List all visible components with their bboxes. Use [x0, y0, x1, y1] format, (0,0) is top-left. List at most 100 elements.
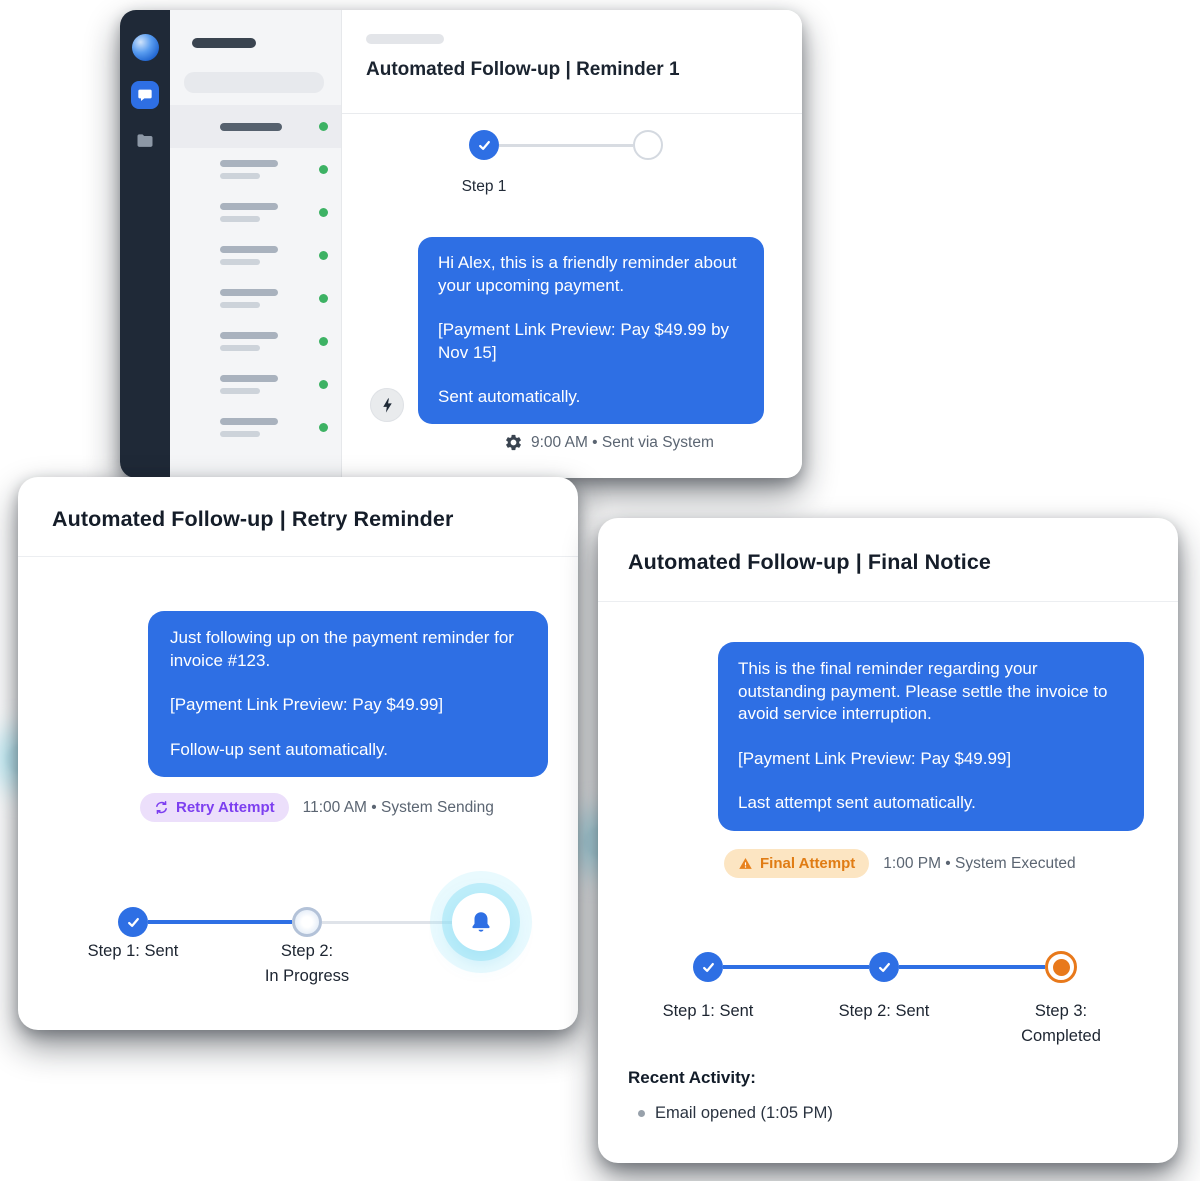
retry-attempt-badge: Retry Attempt [140, 793, 289, 823]
conversation-list [170, 10, 342, 478]
conversation-rows [170, 105, 341, 449]
conversation-item[interactable] [170, 191, 341, 234]
final-notice-card: Automated Follow-up | Final Notice This … [598, 518, 1178, 1163]
step3-completed-node [1045, 951, 1077, 983]
activity-text: Email opened (1:05 PM) [655, 1104, 833, 1122]
chats-nav-icon[interactable] [131, 81, 159, 109]
chat-bubble: Just following up on the payment reminde… [148, 611, 548, 778]
step1-done-node [693, 952, 723, 982]
warning-icon [739, 858, 752, 869]
reminder1-window: Automated Follow-up | Reminder 1 Step 1 … [120, 10, 802, 478]
step2-label: Step 2: Sent [838, 1002, 930, 1020]
folder-nav-icon[interactable] [133, 129, 157, 153]
bubble-text: This is the final reminder regarding you… [738, 659, 1108, 724]
card-title: Automated Follow-up | Retry Reminder [52, 507, 454, 531]
online-status-dot [319, 337, 328, 346]
online-status-dot [319, 208, 328, 217]
retry-reminder-card: Automated Follow-up | Retry Reminder Jus… [18, 477, 578, 1030]
online-status-dot [319, 122, 328, 131]
stepper-track [899, 965, 1045, 969]
stepper-track [148, 920, 292, 924]
message-meta-text: 11:00 AM • System Sending [302, 798, 494, 816]
app-logo-icon[interactable] [131, 34, 159, 61]
step3-label: Step 3: Completed [986, 999, 1136, 1049]
conversation-item[interactable] [170, 406, 341, 449]
message-meta-text: 1:00 PM • System Executed [883, 854, 1076, 872]
completed-dot [1052, 958, 1070, 976]
conversation-item[interactable] [170, 234, 341, 277]
chat-bubble: This is the final reminder regarding you… [718, 642, 1144, 832]
final-attempt-badge: Final Attempt [724, 849, 870, 879]
online-status-dot [319, 294, 328, 303]
step2-label-line1: Step 2: [280, 942, 334, 960]
badge-label: Retry Attempt [176, 799, 275, 817]
bullet-dot [638, 1110, 645, 1117]
chat-panel-header: Automated Follow-up | Reminder 1 [342, 10, 802, 114]
text-skeleton [220, 246, 278, 265]
check-icon [702, 962, 714, 972]
step2-label: Step 2: In Progress [237, 939, 377, 989]
step2-pending-node [633, 130, 663, 160]
activity-list-item: Email opened (1:05 PM) [638, 1104, 833, 1123]
text-skeleton [220, 203, 278, 222]
retry-card-header: Automated Follow-up | Retry Reminder [18, 477, 578, 557]
conversation-item[interactable] [170, 277, 341, 320]
text-skeleton [220, 122, 282, 131]
step2-label-line2: In Progress [264, 966, 350, 985]
bubble-text: Hi Alex, this is a friendly reminder abo… [438, 253, 737, 295]
stepper-track [499, 143, 633, 147]
status-row: Retry Attempt 11:00 AM • System Sending [140, 793, 578, 823]
text-skeleton [220, 160, 278, 179]
header-skeleton-bar [366, 34, 444, 44]
message-row: Hi Alex, this is a friendly reminder abo… [370, 237, 764, 425]
list-header-skeleton [192, 38, 256, 48]
chat-panel: Automated Follow-up | Reminder 1 Step 1 … [342, 10, 802, 478]
retry-icon [156, 801, 167, 815]
search-input-skeleton[interactable] [184, 72, 324, 93]
bubble-text: Sent automatically. [438, 387, 581, 407]
text-skeleton [220, 332, 278, 351]
progress-stepper [469, 130, 663, 160]
chat-bubble: Hi Alex, this is a friendly reminder abo… [418, 237, 764, 425]
progress-stepper [693, 951, 1077, 983]
step1-done-node [118, 907, 148, 937]
step1-label: Step 1 [461, 178, 507, 195]
step1-done-node [469, 130, 499, 160]
app-sidebar [120, 10, 170, 478]
conversation-item[interactable] [170, 320, 341, 363]
recent-activity-heading: Recent Activity: [628, 1068, 756, 1087]
card-title: Automated Follow-up | Final Notice [628, 550, 991, 574]
gear-icon [504, 433, 523, 452]
stepper-track [723, 965, 869, 969]
step3-label-line2: Completed [1021, 1026, 1101, 1045]
online-status-dot [319, 380, 328, 389]
step1-label: Step 1: Sent [662, 1002, 754, 1020]
text-skeleton [220, 375, 278, 394]
badge-label: Final Attempt [760, 855, 856, 873]
bubble-payment-link: [Payment Link Preview: Pay $49.99] [170, 695, 444, 715]
panel-title: Automated Follow-up | Reminder 1 [366, 59, 680, 80]
online-status-dot [319, 423, 328, 432]
message-meta: 1:00 PM • System Executed [883, 855, 1075, 873]
final-card-header: Automated Follow-up | Final Notice [598, 518, 1178, 602]
online-status-dot [319, 165, 328, 174]
notification-bell-icon [452, 893, 510, 951]
text-skeleton [220, 289, 278, 308]
conversation-item-selected[interactable] [170, 105, 341, 148]
message-meta: 11:00 AM • System Sending [303, 799, 494, 817]
check-icon [127, 917, 139, 927]
bubble-text: Just following up on the payment reminde… [170, 628, 514, 670]
check-icon [478, 140, 490, 150]
message-meta: 9:00 AM • Sent via System [504, 433, 714, 452]
status-row: Final Attempt 1:00 PM • System Executed [724, 849, 1178, 879]
text-skeleton [220, 418, 278, 437]
online-status-dot [319, 251, 328, 260]
bubble-payment-link: [Payment Link Preview: Pay $49.99] [738, 748, 1012, 768]
conversation-item[interactable] [170, 148, 341, 191]
stepper-track [322, 920, 452, 924]
check-icon [878, 962, 890, 972]
step2-in-progress-node [292, 907, 322, 937]
conversation-item[interactable] [170, 363, 341, 406]
step3-label-line1: Step 3: [1034, 1002, 1088, 1020]
bubble-text: Follow-up sent automatically. [170, 739, 388, 759]
